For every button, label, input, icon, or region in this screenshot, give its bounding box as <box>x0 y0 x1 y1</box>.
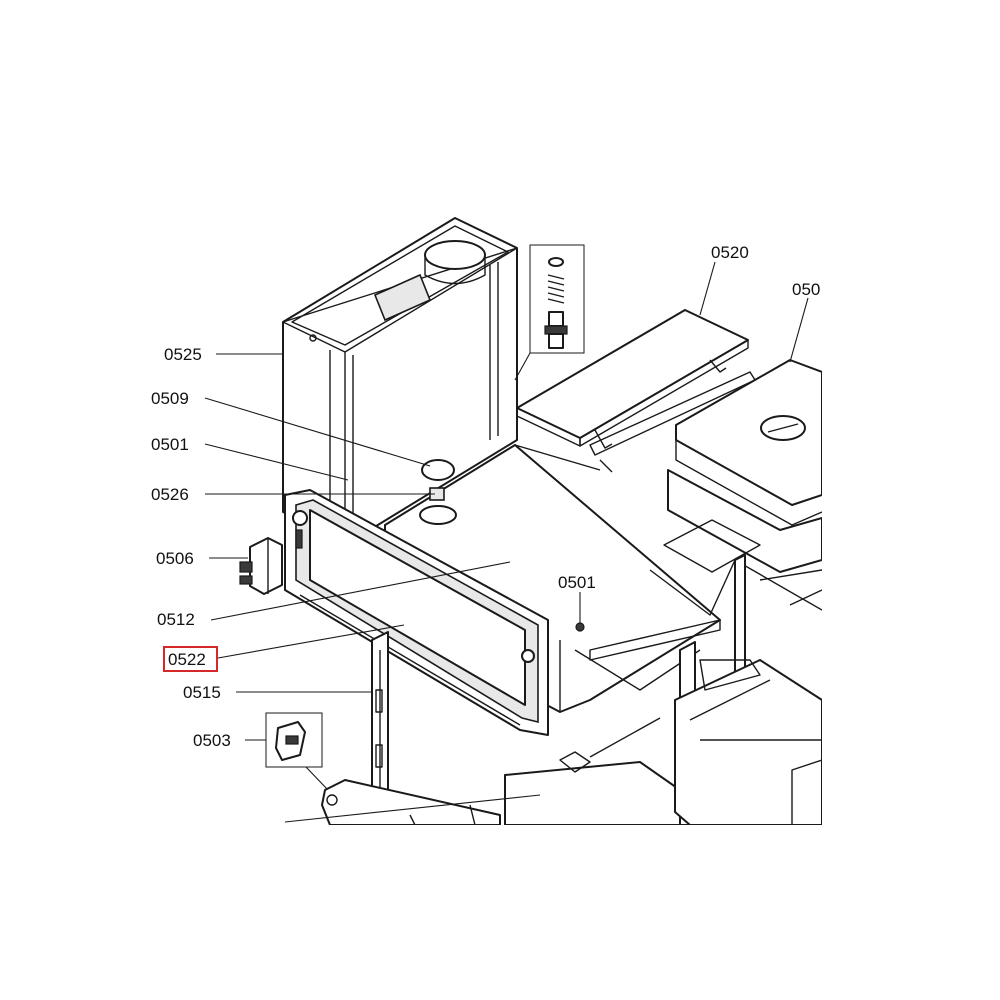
label-0501-left: 0501 <box>151 435 189 454</box>
label-0515: 0515 <box>183 683 221 702</box>
front-cover-part <box>284 489 549 736</box>
label-0526: 0526 <box>151 485 189 504</box>
label-0501-right: 0501 <box>558 573 596 592</box>
label-0509: 0509 <box>151 389 189 408</box>
valve-assembly-inset <box>514 244 585 381</box>
callout-labels: 0525 0509 0501 0526 0506 0512 0522 0515 … <box>151 243 820 750</box>
label-0525: 0525 <box>164 345 202 364</box>
label-0522: 0522 <box>168 650 206 669</box>
clip-inset <box>265 712 329 791</box>
water-tank-part <box>282 217 518 546</box>
panel-0520-part <box>516 309 756 473</box>
label-0520: 0520 <box>711 243 749 262</box>
label-0512: 0512 <box>157 610 195 629</box>
label-050-cropped: 050 <box>792 280 820 299</box>
highlight-box-0522 <box>163 646 218 672</box>
label-0506: 0506 <box>156 549 194 568</box>
label-0503: 0503 <box>193 731 231 750</box>
leader-lines <box>204 261 809 823</box>
switch-part <box>239 537 283 595</box>
